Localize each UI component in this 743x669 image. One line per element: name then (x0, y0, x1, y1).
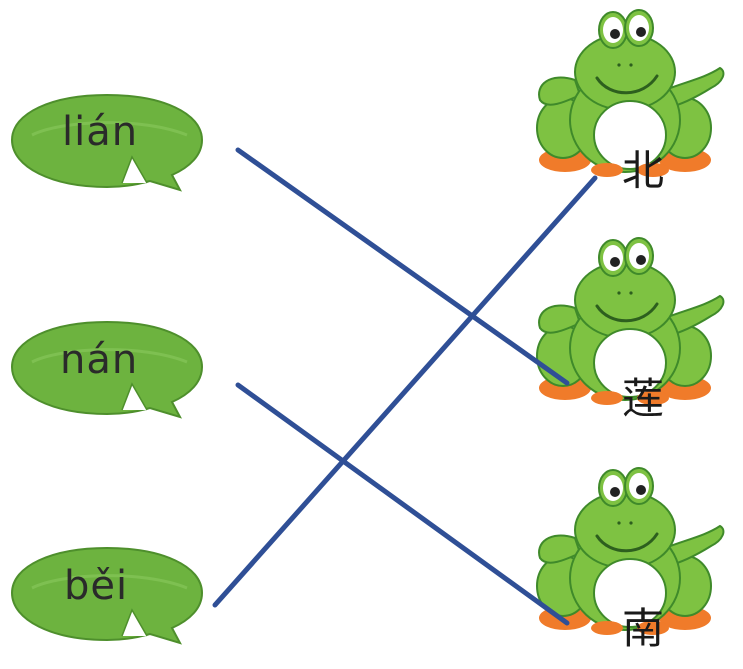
pinyin-label-1: lián (62, 109, 139, 155)
match-line-nan-nan (235, 382, 570, 626)
frog-character-2: 莲 (621, 374, 664, 423)
match-line-bei-bei (212, 175, 598, 608)
pinyin-label-2: nán (60, 337, 139, 383)
match-line-lian-lian (235, 147, 570, 386)
frog-character-3: 南 (621, 604, 664, 653)
frog-character-1: 北 (621, 146, 664, 195)
pinyin-label-3: běi (64, 563, 129, 609)
